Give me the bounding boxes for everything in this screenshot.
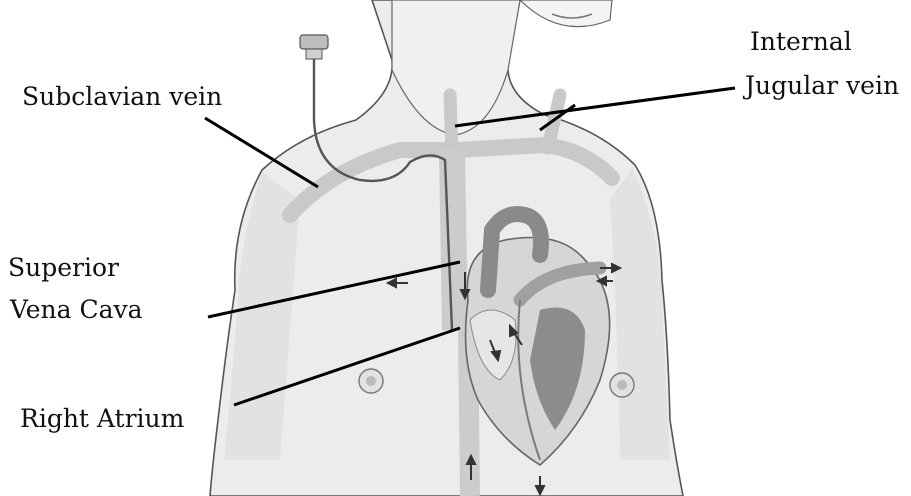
label-internal: Internal: [750, 28, 852, 56]
internal-jugular-vein-left: [450, 95, 452, 155]
label-right-atrium: Right Atrium: [20, 405, 184, 433]
superior-vena-cava: [452, 150, 455, 330]
label-jugular-vein: Jugular vein: [745, 72, 899, 100]
label-vena-cava: Vena Cava: [10, 296, 143, 324]
catheter-hub-cap: [306, 49, 322, 59]
left-nipple-inner: [366, 376, 376, 386]
label-subclavian-vein: Subclavian vein: [22, 83, 222, 111]
label-superior: Superior: [8, 254, 119, 282]
chin: [520, 0, 612, 27]
catheter-hub: [300, 35, 328, 49]
right-nipple-inner: [617, 380, 627, 390]
